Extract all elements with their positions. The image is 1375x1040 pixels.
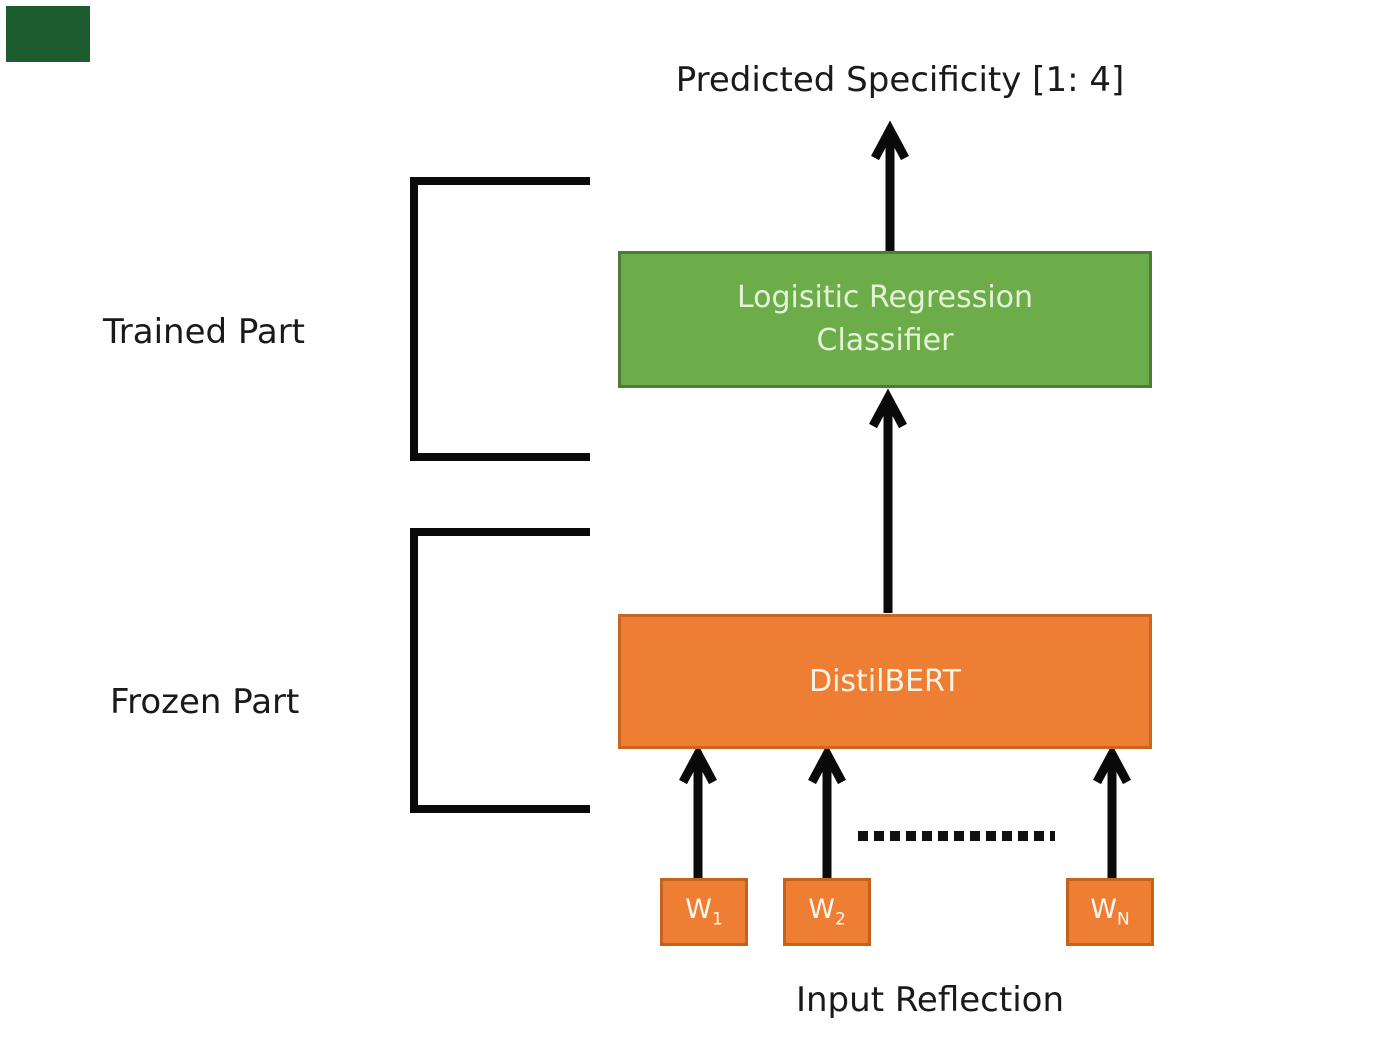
trained-part-label: Trained Part — [103, 312, 306, 352]
token-w1-label: W1 — [685, 894, 723, 930]
encoder-label: DistilBERT — [808, 664, 962, 699]
arrow-classifier-to-output — [871, 120, 909, 251]
classifier-label-line1: Logisitic Regression — [736, 279, 1034, 315]
token-w1: W1 — [660, 878, 748, 946]
predicted-specificity-label: Predicted Specificity [1: 4] — [675, 60, 1125, 100]
trained-part-bracket — [410, 177, 590, 461]
arrow-w2-to-encoder — [808, 744, 846, 878]
arrow-encoder-to-classifier — [869, 388, 907, 613]
encoder-node: DistilBERT — [618, 614, 1152, 749]
arrow-wn-to-encoder — [1093, 744, 1131, 878]
token-w2: W2 — [783, 878, 871, 946]
token-wn-label: WN — [1090, 894, 1130, 930]
input-reflection-label: Input Reflection — [795, 980, 1064, 1020]
token-wn: WN — [1066, 878, 1154, 946]
frozen-part-label: Frozen Part — [110, 682, 300, 722]
arrow-w1-to-encoder — [679, 744, 717, 878]
frozen-part-bracket — [410, 528, 590, 813]
corner-mark — [6, 6, 90, 62]
ellipsis-dots — [858, 831, 1055, 841]
classifier-node: Logisitic Regression Classifier — [618, 251, 1152, 388]
token-w2-label: W2 — [808, 894, 846, 930]
classifier-label-line2: Classifier — [816, 322, 954, 358]
